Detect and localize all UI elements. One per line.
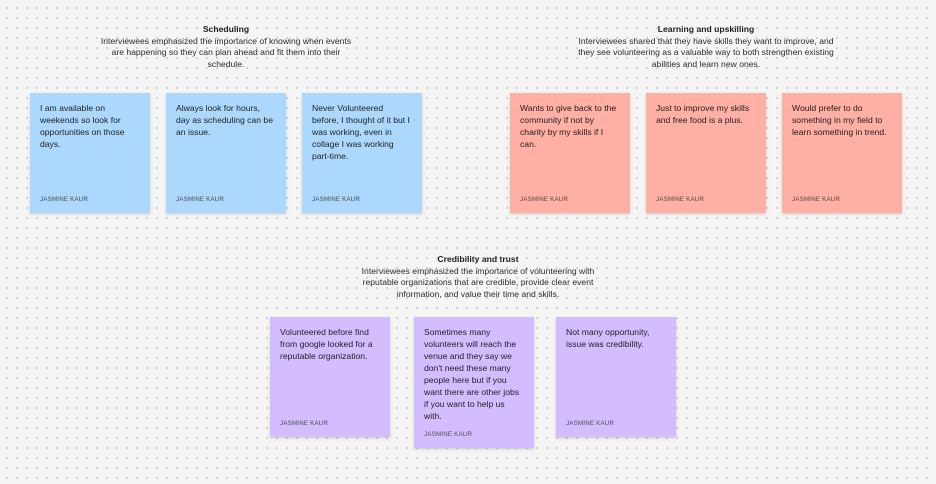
sticky-note[interactable]: Not many opportunity, issue was credibil…	[556, 317, 676, 437]
sticky-note[interactable]: I am available on weekends so look for o…	[30, 93, 150, 213]
sticky-note[interactable]: Just to improve my skills and free food …	[646, 93, 766, 213]
sticky-note[interactable]: Sometimes many volunteers will reach the…	[414, 317, 534, 448]
sticky-note[interactable]: Always look for hours, day as scheduling…	[166, 93, 286, 213]
cluster-description: Interviewees shared that they have skill…	[578, 35, 834, 69]
cluster-title: Credibility and trust	[437, 254, 519, 264]
cluster-title: Scheduling	[202, 24, 250, 34]
sticky-note-text: Always look for hours, day as scheduling…	[176, 103, 273, 137]
sticky-note-text: Would prefer to do something in my field…	[792, 103, 887, 137]
sticky-note-author: JASMINE KAUR	[566, 420, 615, 427]
cluster-description: Interviewees emphasized the importance o…	[100, 35, 352, 69]
sticky-note-author: JASMINE KAUR	[176, 196, 225, 203]
sticky-note[interactable]: Wants to give back to the community if n…	[510, 93, 630, 213]
sticky-note[interactable]: Volunteered before find from google look…	[270, 317, 390, 437]
cluster-description: Interviewees emphasized the importance o…	[361, 265, 595, 299]
sticky-note-author: JASMINE KAUR	[792, 196, 841, 203]
scheduling-cluster-header: Scheduling Interviewees emphasized the i…	[96, 24, 356, 70]
sticky-note-author: JASMINE KAUR	[40, 196, 89, 203]
credibility-cluster-header: Credibility and trust Interviewees empha…	[350, 254, 606, 300]
sticky-note-author: JASMINE KAUR	[520, 196, 569, 203]
sticky-note-text: Wants to give back to the community if n…	[520, 103, 617, 149]
sticky-note-author: JASMINE KAUR	[312, 196, 361, 203]
sticky-note[interactable]: Never Volunteered before, I thought of i…	[302, 93, 422, 213]
sticky-note-text: Just to improve my skills and free food …	[656, 103, 750, 125]
learning-cluster-header: Learning and upskilling Interviewees sha…	[572, 24, 840, 70]
sticky-note[interactable]: Would prefer to do something in my field…	[782, 93, 902, 213]
sticky-note-text: I am available on weekends so look for o…	[40, 103, 125, 149]
sticky-note-text: Sometimes many volunteers will reach the…	[424, 327, 520, 421]
cluster-title: Learning and upskilling	[657, 24, 755, 34]
sticky-note-text: Volunteered before find from google look…	[280, 327, 373, 361]
sticky-note-text: Never Volunteered before, I thought of i…	[312, 103, 410, 161]
sticky-note-author: JASMINE KAUR	[280, 420, 329, 427]
sticky-note-text: Not many opportunity, issue was credibil…	[566, 327, 650, 349]
sticky-note-author: JASMINE KAUR	[424, 431, 473, 438]
sticky-note-author: JASMINE KAUR	[656, 196, 705, 203]
